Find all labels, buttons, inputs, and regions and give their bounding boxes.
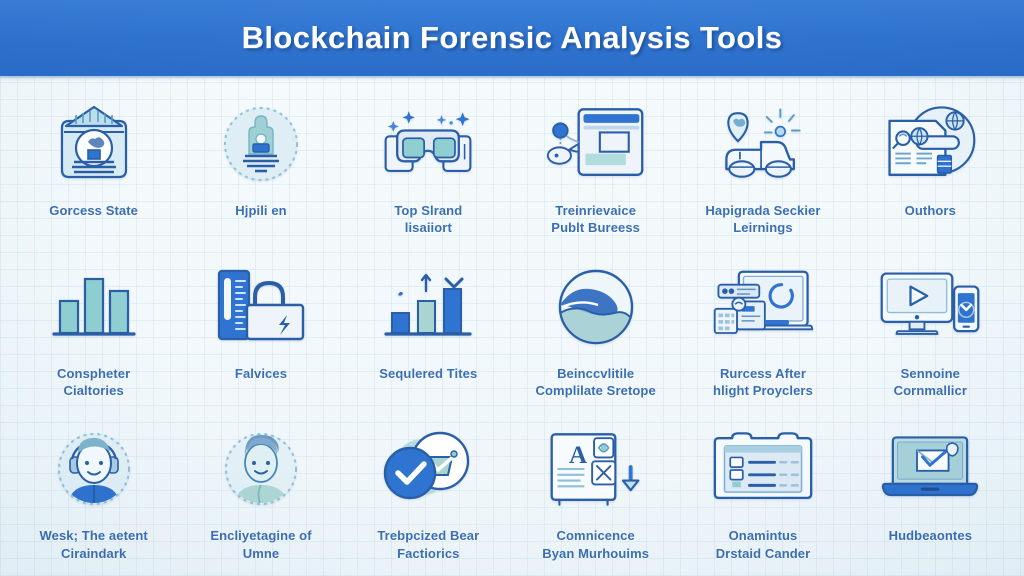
support-agent-avatar-icon <box>42 423 146 515</box>
document-translate-icon: A <box>544 423 648 515</box>
svg-text:A: A <box>569 443 587 470</box>
grid-item[interactable]: Hjpili en <box>177 82 344 245</box>
grid-item[interactable]: Gorcess State <box>10 82 177 245</box>
vr-glasses-icon <box>376 98 480 190</box>
monitor-phone-icon <box>878 261 982 353</box>
monument-circle-icon <box>209 98 313 190</box>
grid-item[interactable]: Sequlered Tites <box>345 245 512 408</box>
page-header: Blockchain Forensic Analysis Tools <box>0 0 1024 81</box>
grid-item[interactable]: Hudbeaontes <box>847 407 1014 570</box>
grid-item-label: Gorcess State <box>49 203 139 218</box>
grid-item-label: Hjpili en <box>235 203 287 218</box>
laptop-dashboard-icon <box>711 261 815 353</box>
growth-chart-icon <box>376 261 480 353</box>
person-avatar-icon <box>209 423 313 515</box>
document-search-icon <box>878 98 982 190</box>
bar-chart-icon <box>42 261 146 353</box>
delivery-truck-pin-icon <box>711 98 815 190</box>
grid-item-label: Hudbeaontes <box>888 528 973 544</box>
grid-item-label: Sequlered Tites <box>379 365 478 381</box>
grid-item-label: Outhors <box>904 203 956 218</box>
grid-item-label: Falvices <box>234 365 288 381</box>
page-title: Blockchain Forensic Analysis Tools <box>241 20 783 55</box>
landscape-circle-icon <box>544 261 648 353</box>
laptop-mail-icon <box>878 423 982 515</box>
bank-building-icon <box>42 98 146 190</box>
grid-item[interactable]: Falvices <box>177 245 344 408</box>
checkmark-badge-icon <box>376 423 480 515</box>
browser-window-icon <box>544 98 648 190</box>
clipboard-list-icon <box>711 423 815 515</box>
padlock-gauge-icon <box>209 261 313 353</box>
icon-grid: Gorcess State Hjpili en <box>0 78 1024 576</box>
grid-item[interactable]: Outhors <box>847 82 1014 245</box>
